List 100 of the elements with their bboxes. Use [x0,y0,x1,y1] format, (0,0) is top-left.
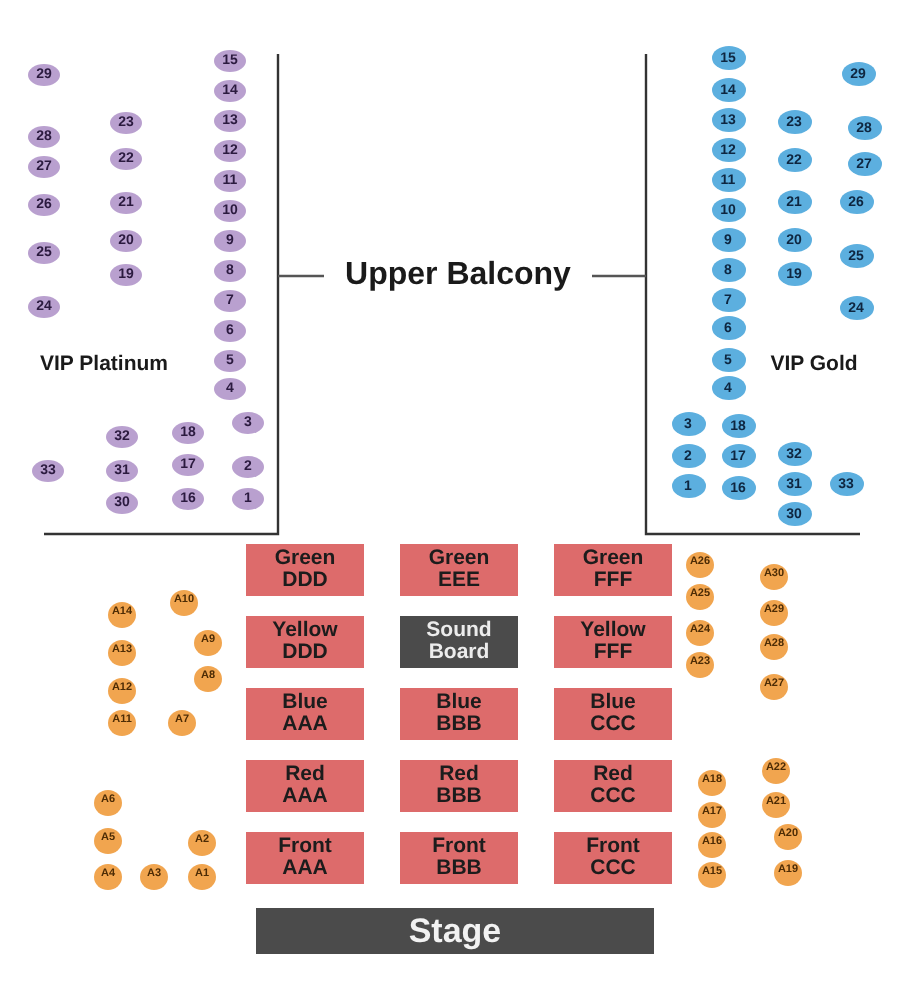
section-label: Yellow DDD [270,619,340,665]
seat-marker [214,349,246,371]
seat-marker [110,229,142,251]
seat-marker [106,491,138,513]
seat-marker [110,263,142,285]
seat-marker [108,639,136,665]
seat-marker [214,259,246,281]
seat-marker [214,377,246,399]
seating-section [246,544,364,596]
section-label: Blue BBB [434,691,484,737]
seat-marker [686,619,714,645]
seat-marker [671,474,705,498]
seat-marker [214,49,246,71]
seat-marker [698,861,726,887]
seat-marker [214,109,246,131]
section-label: Red AAA [280,763,330,809]
seat-marker [839,244,873,268]
seat-marker [110,147,142,169]
seat-marker [839,296,873,320]
section-label: Front BBB [430,835,488,881]
seat-marker [686,551,714,577]
section-label: Red CCC [588,763,638,809]
seat-marker [698,769,726,795]
section-label: Front AAA [276,835,334,881]
seating-section [246,688,364,740]
seat-marker [841,62,875,86]
seat-marker [194,665,222,691]
seating-section [400,760,518,812]
seat-marker [721,444,755,468]
seat-marker [232,411,264,433]
seat-marker [762,791,790,817]
seat-marker [847,152,881,176]
seat-marker [762,757,790,783]
seat-marker [847,116,881,140]
seat-marker [671,444,705,468]
seat-marker [214,169,246,191]
area-label: Upper Balcony [345,258,571,294]
section-label: Blue AAA [280,691,330,737]
seat-marker [711,316,745,340]
seat-marker [172,487,204,509]
seat-marker [172,421,204,443]
seat-marker [108,601,136,627]
seat-marker [214,289,246,311]
seat-marker [760,563,788,589]
seat-marker [106,459,138,481]
seat-marker [839,190,873,214]
seat-marker [671,412,705,436]
seat-marker [214,319,246,341]
seat-marker [214,79,246,101]
seating-section [554,616,672,668]
seat-marker [110,111,142,133]
stage [256,908,654,954]
seat-marker [188,829,216,855]
seat-marker [711,108,745,132]
seat-marker [94,863,122,889]
seat-marker [774,823,802,849]
section-label: Blue CCC [588,691,638,737]
seat-marker [711,258,745,282]
section-label: Green DDD [272,547,338,593]
seat-marker [777,228,811,252]
seat-marker [110,191,142,213]
seat-marker [188,863,216,889]
seat-marker [108,677,136,703]
seat-marker [232,487,264,509]
seat-marker [777,442,811,466]
seat-marker [711,348,745,372]
seat-marker [94,789,122,815]
seat-marker [711,46,745,70]
seat-marker [214,199,246,221]
seat-marker [721,414,755,438]
section-label: Green FFF [580,547,646,593]
seat-marker [172,453,204,475]
seat-marker [711,138,745,162]
seat-marker [711,228,745,252]
seat-marker [711,78,745,102]
seat-marker [28,125,60,147]
seat-marker [28,295,60,317]
seating-section [246,760,364,812]
seat-marker [760,673,788,699]
seat-marker [106,425,138,447]
seat-marker [777,472,811,496]
seat-marker [214,139,246,161]
seating-section [400,832,518,884]
seat-marker [698,801,726,827]
seating-section [554,688,672,740]
seat-marker [774,859,802,885]
sound-board [400,616,518,668]
seating-section [246,832,364,884]
section-label: Yellow FFF [578,619,648,665]
seat-marker [232,455,264,477]
seat-marker [168,709,196,735]
section-label: Green EEE [426,547,492,593]
seat-marker [28,155,60,177]
seat-marker [28,63,60,85]
seat-marker [711,288,745,312]
seating-section [246,616,364,668]
section-name: VIP Gold [770,354,858,378]
seat-marker [829,472,863,496]
section-name: VIP Platinum [40,354,168,378]
seat-marker [214,229,246,251]
